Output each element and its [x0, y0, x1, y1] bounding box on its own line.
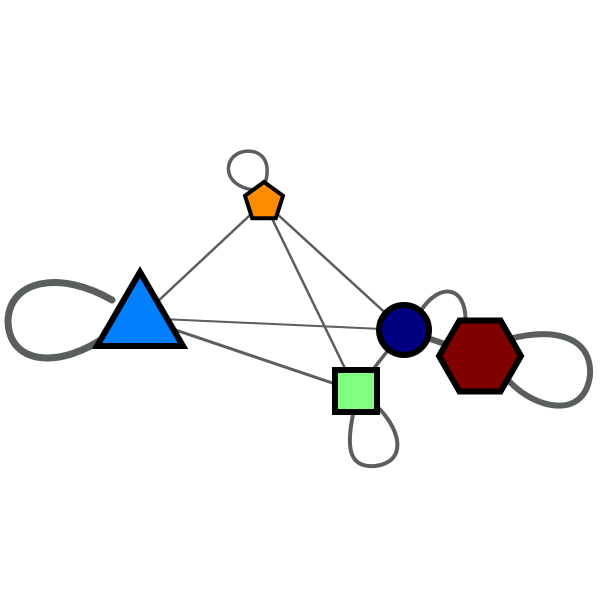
node-circle: [376, 302, 432, 358]
edge-pentagon-pentagon: [226, 149, 269, 192]
node-triangle: [91, 266, 189, 349]
edges: [4, 149, 594, 469]
edge-triangle-pentagon: [138, 200, 266, 320]
edge-square-square: [347, 400, 400, 469]
edge-triangle-circle: [139, 317, 405, 331]
edge-pentagon-square: [262, 200, 358, 393]
edge-hexagon-hexagon: [502, 331, 594, 409]
nodes: [91, 179, 525, 415]
node-pentagon: [242, 179, 286, 221]
edge-triangle-triangle: [4, 279, 116, 362]
edge-circle-circle: [418, 289, 468, 332]
node-hexagon: [435, 317, 525, 395]
node-square: [332, 367, 380, 415]
edge-pentagon-circle: [262, 200, 406, 332]
